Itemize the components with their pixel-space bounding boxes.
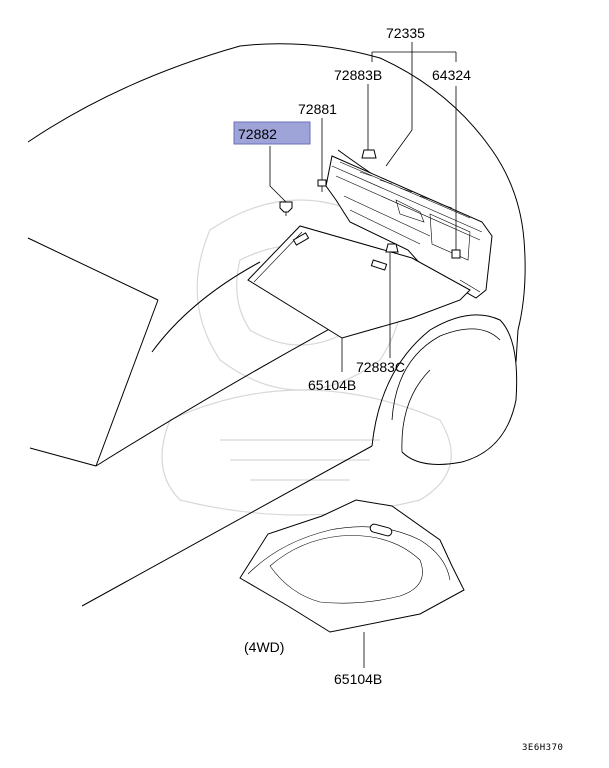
label-4wd: (4WD) [244,639,284,655]
leader-lines [269,42,457,668]
highlight-72882 [233,121,311,145]
label-64324[interactable]: 64324 [432,67,471,83]
label-65104b-top[interactable]: 65104B [308,377,356,393]
fastener-72883c [385,243,399,253]
rear-panel-assembly [325,155,493,299]
label-72335[interactable]: 72335 [386,25,425,41]
label-65104b-bottom[interactable]: 65104B [334,671,382,687]
label-72882[interactable]: 72882 [238,126,277,142]
fastener-72883b [361,149,377,159]
floor-mat-4wd [239,499,465,633]
floor-mat-top [247,225,471,339]
label-72883c[interactable]: 72883C [356,359,405,375]
label-72881[interactable]: 72881 [298,101,337,117]
label-72883b[interactable]: 72883B [334,67,382,83]
fastener-72882 [279,201,293,216]
fastener-72881 [317,179,327,192]
diagram-code: 3E6H370 [522,743,563,753]
